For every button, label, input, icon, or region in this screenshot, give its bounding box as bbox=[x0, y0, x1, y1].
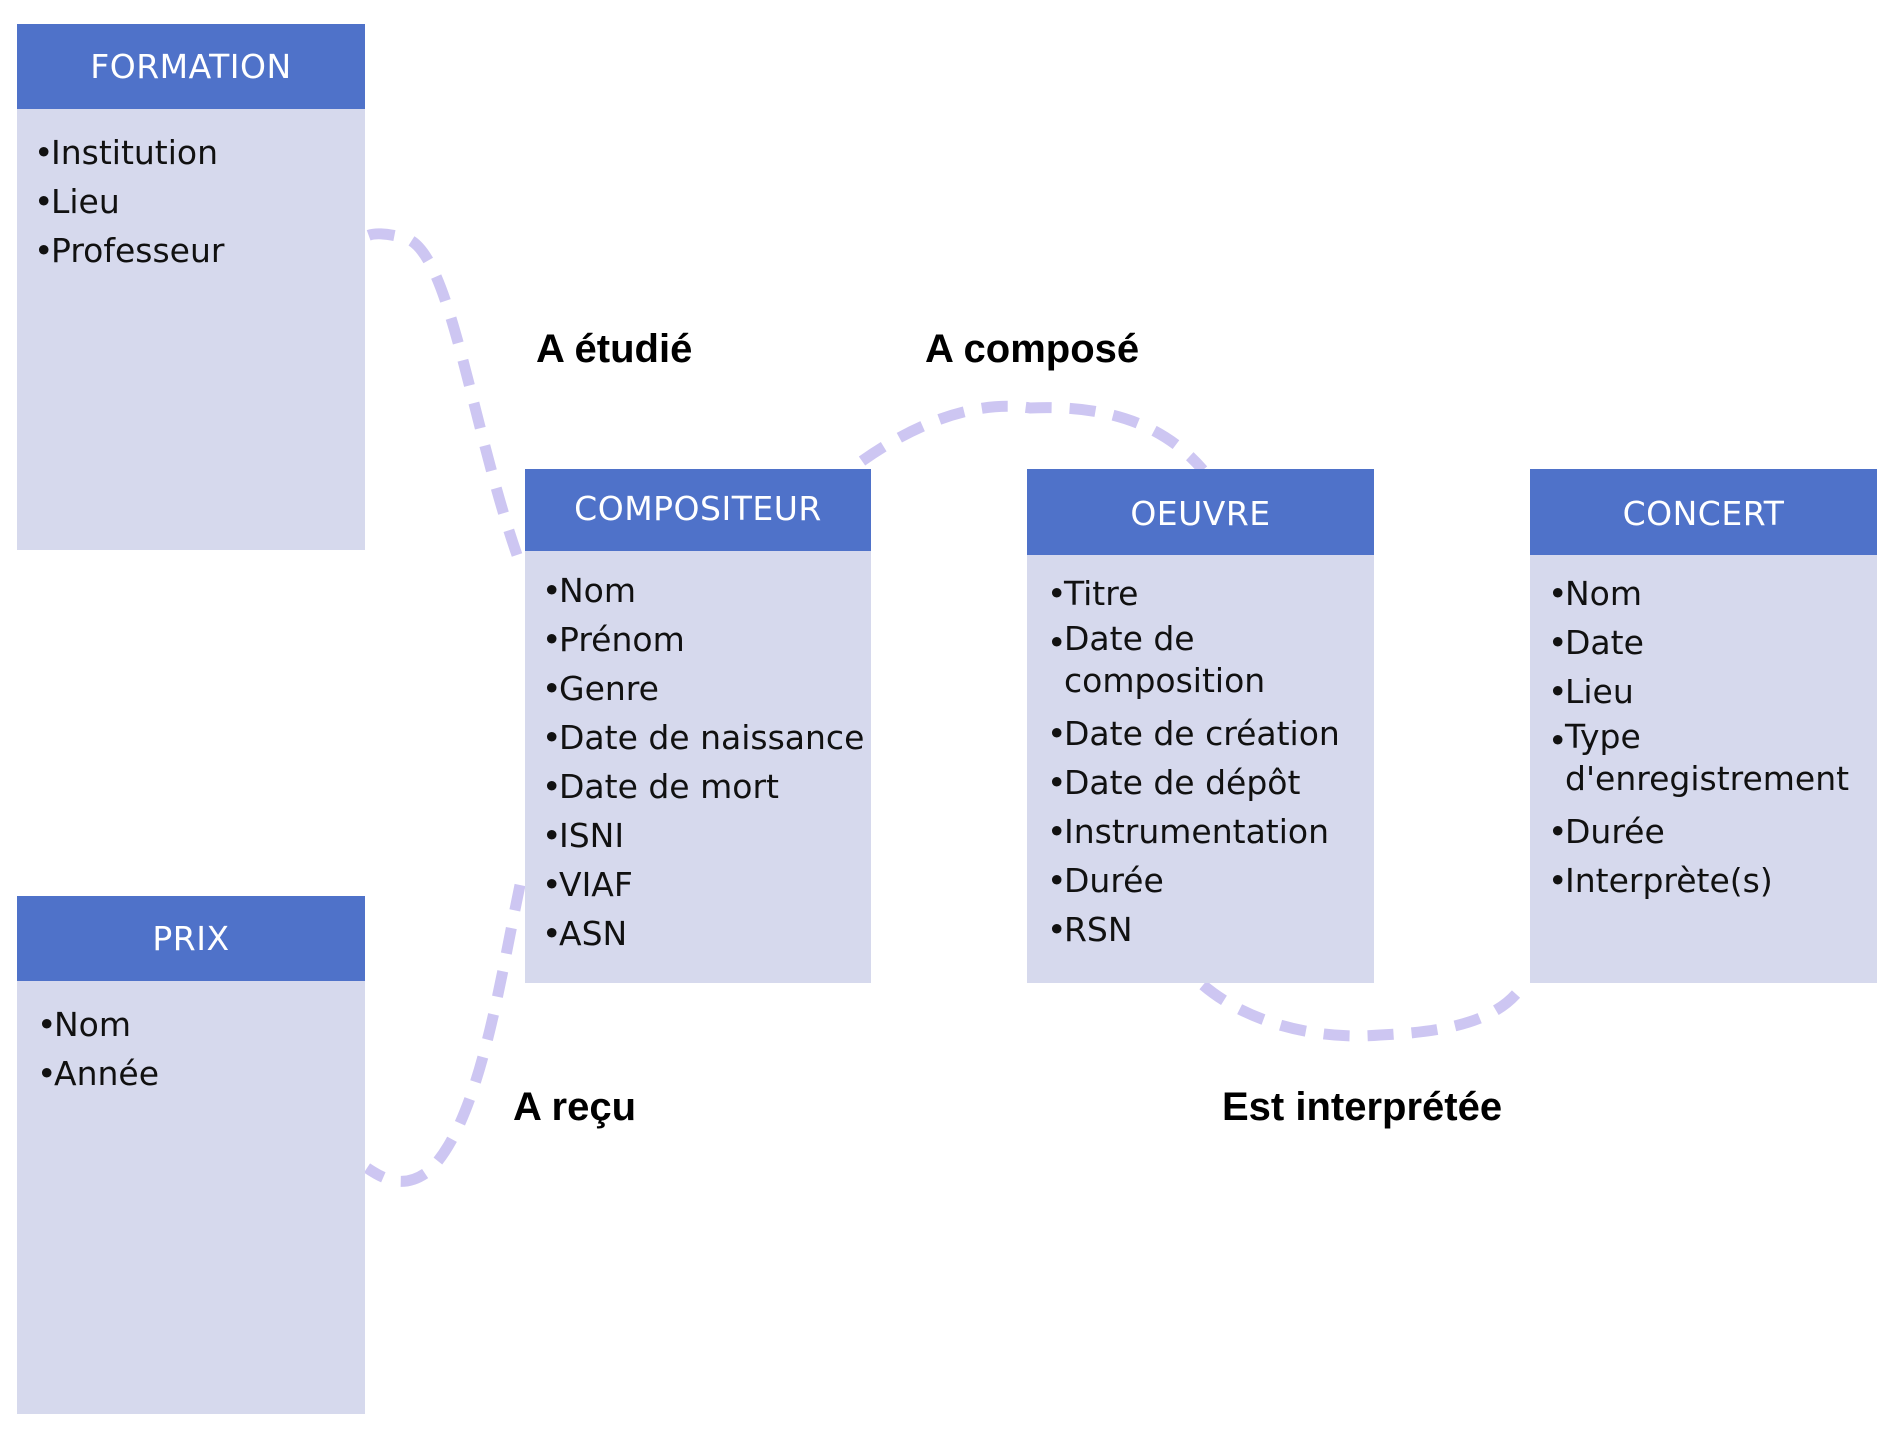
attribute-label: Durée bbox=[1064, 861, 1164, 900]
attribute-item: ASN bbox=[542, 909, 871, 958]
attribute-label: Lieu bbox=[1565, 672, 1634, 711]
attribute-label: Titre bbox=[1064, 574, 1139, 613]
attribute-item: Nom bbox=[37, 1000, 365, 1049]
attribute-label: Date de composition bbox=[1064, 619, 1266, 700]
attribute-item: Nom bbox=[1548, 569, 1877, 618]
attribute-label: Interprète(s) bbox=[1565, 861, 1773, 900]
relation-label-a-compose: A composé bbox=[925, 327, 1140, 371]
attribute-item: Date de création bbox=[1047, 709, 1374, 758]
attribute-item: Titre bbox=[1047, 569, 1374, 618]
attribute-label: Nom bbox=[559, 571, 637, 610]
attribute-item: Type d'enregistrement bbox=[1548, 716, 1877, 807]
attribute-item: ISNI bbox=[542, 811, 871, 860]
entity-prix-attributes: Nom Année bbox=[17, 981, 365, 1098]
attribute-label: Date de création bbox=[1064, 714, 1340, 753]
attribute-label: Date de mort bbox=[559, 767, 779, 806]
attribute-item: Professeur bbox=[34, 226, 365, 275]
entity-concert-attributes: Nom Date Lieu Type d'enregistrement Duré… bbox=[1530, 555, 1877, 905]
attribute-item: Institution bbox=[34, 128, 365, 177]
connector-compositeur-oeuvre bbox=[858, 400, 1208, 474]
entity-oeuvre-title: OEUVRE bbox=[1027, 469, 1374, 555]
entity-concert-title: CONCERT bbox=[1530, 469, 1877, 555]
attribute-item: Date de naissance bbox=[542, 713, 871, 762]
attribute-label: Nom bbox=[54, 1005, 132, 1044]
entity-formation: FORMATION Institution Lieu Professeur bbox=[17, 24, 365, 550]
attribute-item: Prénom bbox=[542, 615, 871, 664]
attribute-item: Lieu bbox=[34, 177, 365, 226]
attribute-item: Nom bbox=[542, 566, 871, 615]
relation-label-a-etudie: A étudié bbox=[536, 327, 693, 371]
entity-compositeur-title: COMPOSITEUR bbox=[525, 469, 871, 551]
attribute-item: Année bbox=[37, 1049, 365, 1098]
entity-oeuvre: OEUVRE Titre Date de composition Date de… bbox=[1027, 469, 1374, 983]
relation-label-est-interpretee: Est interprétée bbox=[1222, 1085, 1503, 1129]
entity-concert: CONCERT Nom Date Lieu Type d'enregistrem… bbox=[1530, 469, 1877, 983]
attribute-label: Lieu bbox=[51, 182, 120, 221]
attribute-item: RSN bbox=[1047, 905, 1374, 954]
relation-label-a-recu: A reçu bbox=[513, 1085, 637, 1129]
attribute-label: Date de dépôt bbox=[1064, 763, 1301, 802]
attribute-item: Durée bbox=[1047, 856, 1374, 905]
attribute-label: Nom bbox=[1565, 574, 1643, 613]
attribute-label: Professeur bbox=[51, 231, 225, 270]
attribute-label: Durée bbox=[1565, 812, 1665, 851]
attribute-item: Instrumentation bbox=[1047, 807, 1374, 856]
entity-compositeur-attributes: Nom Prénom Genre Date de naissance Date … bbox=[525, 551, 871, 958]
attribute-label: VIAF bbox=[559, 865, 633, 904]
entity-oeuvre-attributes: Titre Date de composition Date de créati… bbox=[1027, 555, 1374, 954]
entity-formation-title: FORMATION bbox=[17, 24, 365, 109]
entity-prix: PRIX Nom Année bbox=[17, 896, 365, 1414]
attribute-item: Genre bbox=[542, 664, 871, 713]
attribute-item: Date de dépôt bbox=[1047, 758, 1374, 807]
connector-oeuvre-concert bbox=[1199, 980, 1528, 1042]
entity-compositeur: COMPOSITEUR Nom Prénom Genre Date de nai… bbox=[525, 469, 871, 983]
attribute-label: ISNI bbox=[559, 816, 625, 855]
attribute-item: Date de composition bbox=[1047, 618, 1374, 709]
entity-formation-attributes: Institution Lieu Professeur bbox=[17, 109, 365, 275]
attribute-label: Date bbox=[1565, 623, 1644, 662]
entity-prix-title: PRIX bbox=[17, 896, 365, 981]
connector-compositeur-formation bbox=[364, 228, 523, 557]
attribute-label: Prénom bbox=[559, 620, 685, 659]
attribute-label: Genre bbox=[559, 669, 659, 708]
attribute-label: Type d'enregistrement bbox=[1565, 717, 1850, 798]
attribute-item: VIAF bbox=[542, 860, 871, 909]
attribute-item: Date bbox=[1548, 618, 1877, 667]
attribute-label: Date de naissance bbox=[559, 718, 865, 757]
attribute-label: RSN bbox=[1064, 910, 1133, 949]
attribute-label: ASN bbox=[559, 914, 628, 953]
attribute-item: Lieu bbox=[1548, 667, 1877, 716]
attribute-item: Date de mort bbox=[542, 762, 871, 811]
attribute-label: Année bbox=[54, 1054, 160, 1093]
attribute-item: Durée bbox=[1548, 807, 1877, 856]
attribute-item: Interprète(s) bbox=[1548, 856, 1877, 905]
connector-compositeur-prix bbox=[363, 883, 526, 1187]
attribute-label: Instrumentation bbox=[1064, 812, 1329, 851]
attribute-label: Institution bbox=[51, 133, 219, 172]
